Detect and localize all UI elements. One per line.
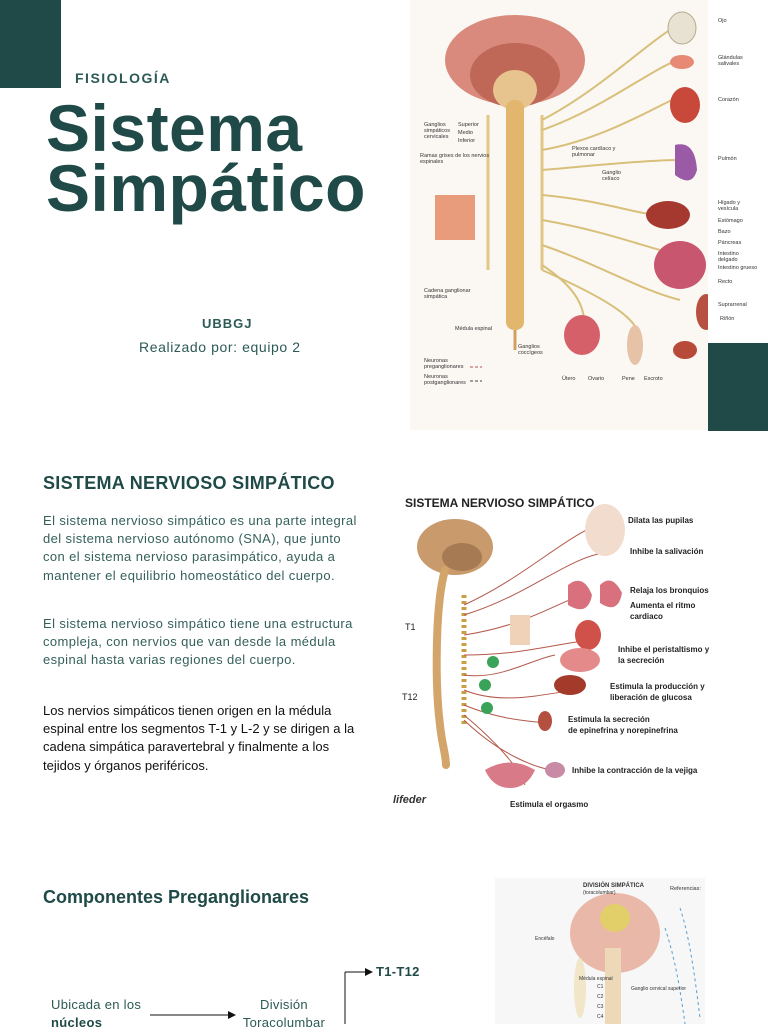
label-neuronas-pre: Neuronas preganglionares (424, 358, 464, 370)
figure2-title: SISTEMA NERVIOSO SIMPÁTICO (405, 495, 594, 510)
sympathetic-effects-figure: SISTEMA NERVIOSO SIMPÁTICO T1 T12 lifede… (390, 485, 720, 815)
label-rinon: Riñón (720, 316, 735, 322)
division-figure: DIVISIÓN SIMPÁTICA (toracolumbar) Refere… (495, 878, 705, 1024)
fig3-c2: C2 (597, 994, 604, 1000)
page-title: Sistema Simpático (46, 91, 406, 225)
effect-salivacion: Inhibe la salivación (630, 547, 703, 556)
flow-arrows (150, 968, 373, 1024)
effects-diagram: SISTEMA NERVIOSO SIMPÁTICO T1 T12 lifede… (393, 495, 710, 809)
label-estomago: Estómago (718, 218, 743, 224)
label-recto: Recto (718, 279, 733, 285)
anatomy-figure: Ojo Glándulas salivales Corazón Pulmón H… (410, 0, 757, 430)
title-line-1: Sistema (46, 91, 303, 165)
fig3-encefalo: Encéfalo (535, 936, 555, 942)
paragraph-2: El sistema nervioso simpático tiene una … (43, 616, 353, 668)
label-glandulas: Glándulas salivales (718, 55, 743, 67)
label-ganglios-coccigeos: Ganglios coccígeos (518, 344, 543, 356)
effect-ritmo: Aumenta el ritmo (630, 601, 695, 610)
fig3-c4: C4 (597, 1014, 604, 1020)
lifeder-logo: lifeder (393, 794, 427, 806)
label-ganglio-celiaco: Ganglio celíaco (602, 170, 621, 182)
t1-label: T1 (405, 622, 416, 632)
effect-epinefrina-1: Estimula la secreción (568, 715, 650, 724)
t12-label: T12 (402, 692, 418, 702)
label-suprarrenal: Suprarrenal (718, 302, 747, 308)
division-diagram: DIVISIÓN SIMPÁTICA (toracolumbar) Refere… (535, 881, 701, 1024)
paragraph-3: Los nervios simpáticos tienen origen en … (43, 703, 355, 773)
effect-vejiga: Inhibe la contracción de la vejiga (572, 766, 698, 775)
label-superior: Superior (458, 122, 479, 128)
organization-label: UBBGJ (202, 316, 253, 331)
label-medio: Medio (458, 130, 473, 136)
components-heading: Componentes Preganglionares (43, 887, 310, 907)
label-inferior: Inferior (458, 138, 476, 144)
label-cadena-ganglionar: Cadena ganglionar simpática (424, 288, 471, 300)
effect-cardiaco: cardiaco (630, 612, 663, 621)
label-pancreas: Páncreas (718, 240, 742, 246)
corner-decoration (0, 0, 61, 88)
label-utero: Útero (562, 376, 576, 382)
label-bazo: Bazo (718, 229, 731, 235)
fig3-ganglio: Ganglio cervical superior (631, 986, 686, 992)
fig3-refs: Referencias: (670, 886, 701, 892)
title-line-2: Simpático (46, 151, 366, 225)
effect-pupilas: Dilata las pupilas (628, 516, 694, 525)
flow-source-line1: Ubicada en los (51, 997, 142, 1012)
fig3-c1: C1 (597, 984, 604, 990)
label-corazon: Corazón (718, 97, 739, 103)
fig3-subtitle: (toracolumbar) (583, 890, 616, 896)
effect-epinefrina-2: de epinefrina y norepinefrina (568, 726, 678, 735)
flow-division-line1: División (260, 997, 308, 1012)
label-intestino-delgado: Intestino delgado (718, 251, 739, 263)
label-neuronas-post: Neuronas postganglionares (424, 374, 466, 386)
label-ramas-grises: Ramas grises de los nervios espinales (420, 153, 490, 165)
eyebrow-label: FISIOLOGÍA (75, 70, 171, 86)
label-ojo: Ojo (718, 18, 727, 24)
effect-bronquios: Relaja los bronquios (630, 586, 709, 595)
section-heading: SISTEMA NERVIOSO SIMPÁTICO (43, 473, 335, 493)
fig3-title: DIVISIÓN SIMPÁTICA (583, 881, 645, 889)
label-intestino-grueso: Intestino grueso (718, 265, 758, 271)
effect-secrecion: la secreción (618, 656, 664, 665)
label-escroto: Escroto (644, 376, 663, 382)
fig3-c3: C3 (597, 1004, 604, 1010)
effect-peristaltismo: Inhibe el peristaltismo y (618, 645, 710, 654)
label-higado: Hígado y vesícula (718, 200, 741, 212)
label-ganglios-cervicales: Ganglios simpáticos cervicales (424, 122, 450, 140)
label-plexos: Plexos cardíaco y pulmonar (572, 146, 616, 158)
anatomy-diagram (435, 11, 716, 382)
corner-decoration-bottom (708, 343, 768, 431)
paragraph-1: El sistema nervioso simpático es una par… (43, 513, 357, 583)
author-label: Realizado por: equipo 2 (139, 339, 301, 355)
label-pene: Pene (622, 376, 635, 382)
label-medula-espinal: Médula espinal (455, 326, 492, 332)
flow-source-line2: núcleos (51, 1015, 103, 1030)
fig3-medula: Médula espinal (579, 976, 613, 982)
effect-glucosa-2: liberación de glucosa (610, 693, 692, 702)
label-ovario: Ovario (588, 376, 605, 382)
effect-glucosa-1: Estimula la producción y (610, 682, 705, 691)
label-pulmon: Pulmón (718, 156, 737, 162)
effect-orgasmo: Estimula el orgasmo (510, 800, 588, 809)
flow-t1-t12: T1-T12 (376, 964, 420, 979)
